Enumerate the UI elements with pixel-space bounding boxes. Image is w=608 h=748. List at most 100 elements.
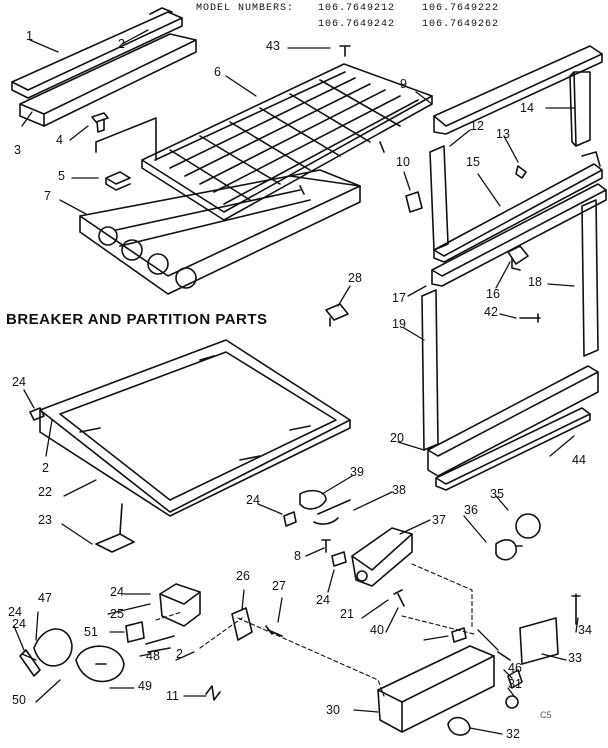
part-38-wire [313,499,351,525]
callout-part-34: 34 [578,623,592,637]
callout-part-33: 33 [568,651,582,665]
callout-part-12: 12 [470,119,484,133]
part-49-knob [75,645,125,683]
callout-part-18: 18 [528,275,542,289]
part-27-screw [265,625,283,637]
part-33-cover [519,617,559,665]
part-51-connector [125,621,145,643]
part-42-screw [519,313,541,323]
part-48-wire [145,635,175,653]
callout-part-47: 47 [38,591,52,605]
part-7-tray [79,169,361,295]
part-16-hinge [507,245,529,271]
callout-part-20: 20 [390,431,404,445]
callout-part-19: 19 [392,317,406,331]
callout-part-24: 24 [8,605,22,619]
part-50-bracket [19,649,41,677]
part-46-lamp [507,669,523,689]
callout-part-30: 30 [326,703,340,717]
part-4-fastener [91,112,109,133]
part-13-screw [515,165,527,179]
callout-part-43: 43 [266,39,280,53]
callout-part-44: 44 [572,453,586,467]
part-30-bracket [377,645,495,733]
callout-part-24: 24 [110,585,124,599]
callout-part-49: 49 [138,679,152,693]
callout-part-48: 48 [146,649,160,663]
callout-part-7: 7 [44,189,51,203]
callout-part-36: 36 [464,503,478,517]
part-39-lens [299,489,327,510]
callout-part-8: 8 [294,549,301,563]
callout-part-11: 11 [166,689,179,703]
part-32-knob [447,716,471,736]
page-code: C5 [540,710,552,720]
part-35-bulb [515,513,541,539]
callout-part-24: 24 [12,375,26,389]
part-2-screw [497,651,511,661]
callout-part-1: 1 [26,29,33,43]
part-37-light-housing [351,527,413,587]
callout-part-42: 42 [484,305,498,319]
part-24-clip-d [451,627,467,643]
part-5-clip [105,171,131,191]
part-25-control [159,583,201,627]
part-15-strip [433,151,603,263]
part-9-breaker-strip [433,45,603,135]
part-19-side [421,289,439,451]
part-40-screw [393,589,405,607]
part-23-clip [95,533,135,553]
callout-part-2: 2 [176,647,183,661]
part-34-rod [571,593,581,625]
part-47-ring [33,628,73,667]
part-44-strip [435,407,591,491]
callout-part-40: 40 [370,623,384,637]
callout-part-51: 51 [84,625,98,639]
part-43-screw [339,45,351,57]
callout-part-31: 31 [508,677,522,691]
callout-part-37: 37 [432,513,446,527]
part-28-bracket [325,303,349,327]
model-number: 106.7649222 [422,3,500,14]
part-26-switch [231,607,253,641]
callout-part-6: 6 [214,65,221,79]
callout-part-27: 27 [272,579,286,593]
part-14-side [569,71,591,147]
part-24-clip-c [331,551,347,567]
model-number: 106.7649262 [422,19,500,30]
callout-part-17: 17 [392,291,406,305]
callout-part-14: 14 [520,101,534,115]
callout-part-21: 21 [340,607,354,621]
part-11-spring [205,685,221,701]
section-title: BREAKER AND PARTITION PARTS [6,311,268,328]
callout-part-35: 35 [490,487,504,501]
callout-part-2: 2 [42,461,49,475]
callout-part-15: 15 [466,155,480,169]
callout-part-28: 28 [348,271,362,285]
part-36-bulb [495,539,523,561]
callout-part-5: 5 [58,169,65,183]
callout-part-26: 26 [236,569,250,583]
callout-part-38: 38 [392,483,406,497]
callout-part-25: 25 [110,607,124,621]
part-10-clip [405,191,423,213]
model-numbers-label: MODEL NUMBERS: [196,3,295,14]
callout-part-50: 50 [12,693,26,707]
callout-part-9: 9 [400,77,407,91]
part-3-tray [19,33,197,127]
part-1-top-trim [11,7,183,99]
callout-part-13: 13 [496,127,510,141]
callout-part-16: 16 [486,287,500,301]
part-24-clip-b [283,511,297,527]
part-12-side [429,145,449,251]
callout-part-10: 10 [396,155,410,169]
part-24-clip [29,407,45,421]
callout-part-24: 24 [12,617,26,631]
part-8-screw [321,539,331,553]
callout-part-3: 3 [14,143,21,157]
part-22-partition [39,339,351,517]
part-20-strip [427,365,599,477]
callout-part-24: 24 [246,493,260,507]
callout-part-2: 2 [118,37,125,51]
